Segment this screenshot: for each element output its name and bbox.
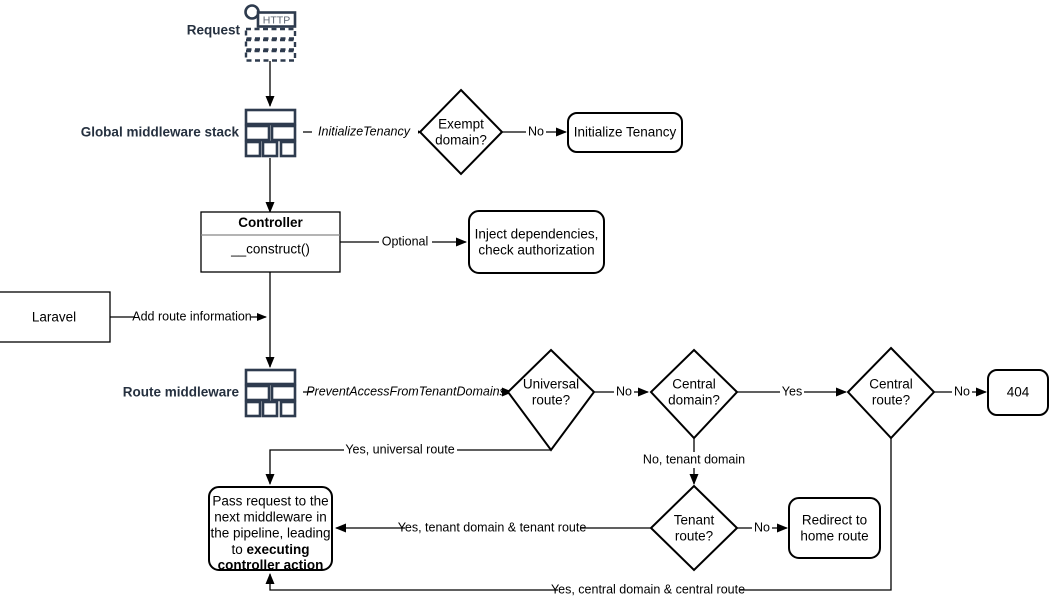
node-central-route-line1: Central (869, 377, 913, 392)
node-inject-dependencies-line2: check authorization (478, 243, 594, 258)
edge-label-prevent-access: PreventAccessFromTenantDomains (306, 384, 506, 398)
edge-label-exempt-no: No (528, 124, 544, 138)
node-pass-request-line4-plain: to (231, 542, 246, 557)
edge-label-tenant-route-no: No (754, 520, 770, 534)
edge-label-no-tenant-domain: No, tenant domain (643, 452, 745, 466)
node-initialize-tenancy-label: Initialize Tenancy (574, 125, 677, 140)
edge-label-yes-tenant-domain-tenant-route: Yes, tenant domain & tenant route (398, 520, 587, 534)
request-row: Request HTTP (187, 4, 297, 107)
node-controller-method: __construct() (230, 242, 310, 257)
node-universal-route-line1: Universal (523, 377, 579, 392)
node-tenant-route[interactable]: Tenant route? (649, 484, 739, 572)
edge-label-initialize-tenancy: InitializeTenancy (318, 124, 411, 138)
node-pass-request-bold2: controller action (218, 558, 324, 573)
node-pass-request-line4: to executing (231, 542, 309, 557)
node-pass-request[interactable]: Pass request to the next middleware in t… (208, 486, 333, 573)
edge-yes-universal-route-group: Yes, universal route (265, 442, 551, 485)
middleware-stack-icon (244, 108, 297, 158)
node-central-route-line2: route? (872, 393, 910, 408)
node-inject-dependencies-line1: Inject dependencies, (475, 227, 599, 242)
label-global-middleware-stack: Global middleware stack (81, 125, 240, 140)
node-exempt-domain-line2: domain? (435, 133, 487, 148)
node-central-route[interactable]: Central route? (846, 346, 936, 440)
node-exempt-domain-line1: Exempt (438, 117, 484, 132)
node-inject-dependencies[interactable]: Inject dependencies, check authorization (468, 210, 605, 274)
label-route-middleware: Route middleware (123, 385, 240, 400)
controller-row: Controller __construct() Optional Inject… (200, 210, 605, 368)
edge-yes-central-group: Yes, central domain & central route (265, 438, 892, 598)
route-middleware-row: Route middleware PreventAccessFromTenant… (123, 346, 1049, 452)
node-redirect-home-line2: home route (800, 529, 868, 544)
edge-label-yes-central-domain-central-route: Yes, central domain & central route (551, 582, 745, 596)
node-laravel-label: Laravel (32, 310, 76, 325)
node-redirect-home[interactable]: Redirect to home route (788, 497, 881, 559)
node-exempt-domain[interactable]: Exempt domain? (418, 88, 504, 176)
node-404[interactable]: 404 (987, 369, 1049, 416)
node-tenant-route-line1: Tenant (674, 513, 715, 528)
node-central-domain[interactable]: Central domain? (649, 348, 739, 440)
node-redirect-home-line1: Redirect to (802, 513, 867, 528)
edge-label-optional: Optional (382, 234, 429, 248)
edge-label-add-route-information: Add route information (132, 309, 252, 323)
edge-label-yes-universal-route: Yes, universal route (345, 442, 454, 456)
node-404-label: 404 (1007, 385, 1030, 400)
node-universal-route[interactable]: Universal route? (506, 348, 596, 452)
edge-label-central-domain-yes: Yes (782, 384, 802, 398)
edge-yes-universal-route (265, 449, 551, 485)
node-pass-request-line2: next middleware in (214, 510, 327, 525)
node-controller-title: Controller (238, 215, 303, 230)
http-icon-label: HTTP (263, 14, 290, 26)
middleware-stack-icon (244, 368, 297, 418)
node-laravel[interactable]: Laravel (0, 291, 111, 343)
laravel-row: Laravel Add route information (0, 291, 267, 343)
node-initialize-tenancy[interactable]: Initialize Tenancy (567, 112, 683, 153)
label-request: Request (187, 23, 241, 38)
node-pass-request-line1: Pass request to the (212, 494, 328, 509)
edge-no-tenant-domain-group: No, tenant domain (642, 438, 746, 485)
node-universal-route-line2: route? (532, 393, 570, 408)
node-pass-request-bold1: executing (246, 542, 309, 557)
node-pass-request-line3: the pipeline, leading (210, 526, 330, 541)
node-tenant-route-line2: route? (675, 529, 713, 544)
node-central-domain-line1: Central (672, 377, 716, 392)
edge-label-universal-no: No (616, 384, 632, 398)
edge-label-central-route-no: No (954, 384, 970, 398)
bottom-row: Pass request to the next middleware in t… (208, 484, 881, 573)
global-middleware-row: Global middleware stack InitializeTenanc… (81, 88, 683, 213)
node-controller[interactable]: Controller __construct() (200, 211, 341, 273)
node-central-domain-line2: domain? (668, 393, 720, 408)
http-request-icon: HTTP (244, 4, 297, 62)
